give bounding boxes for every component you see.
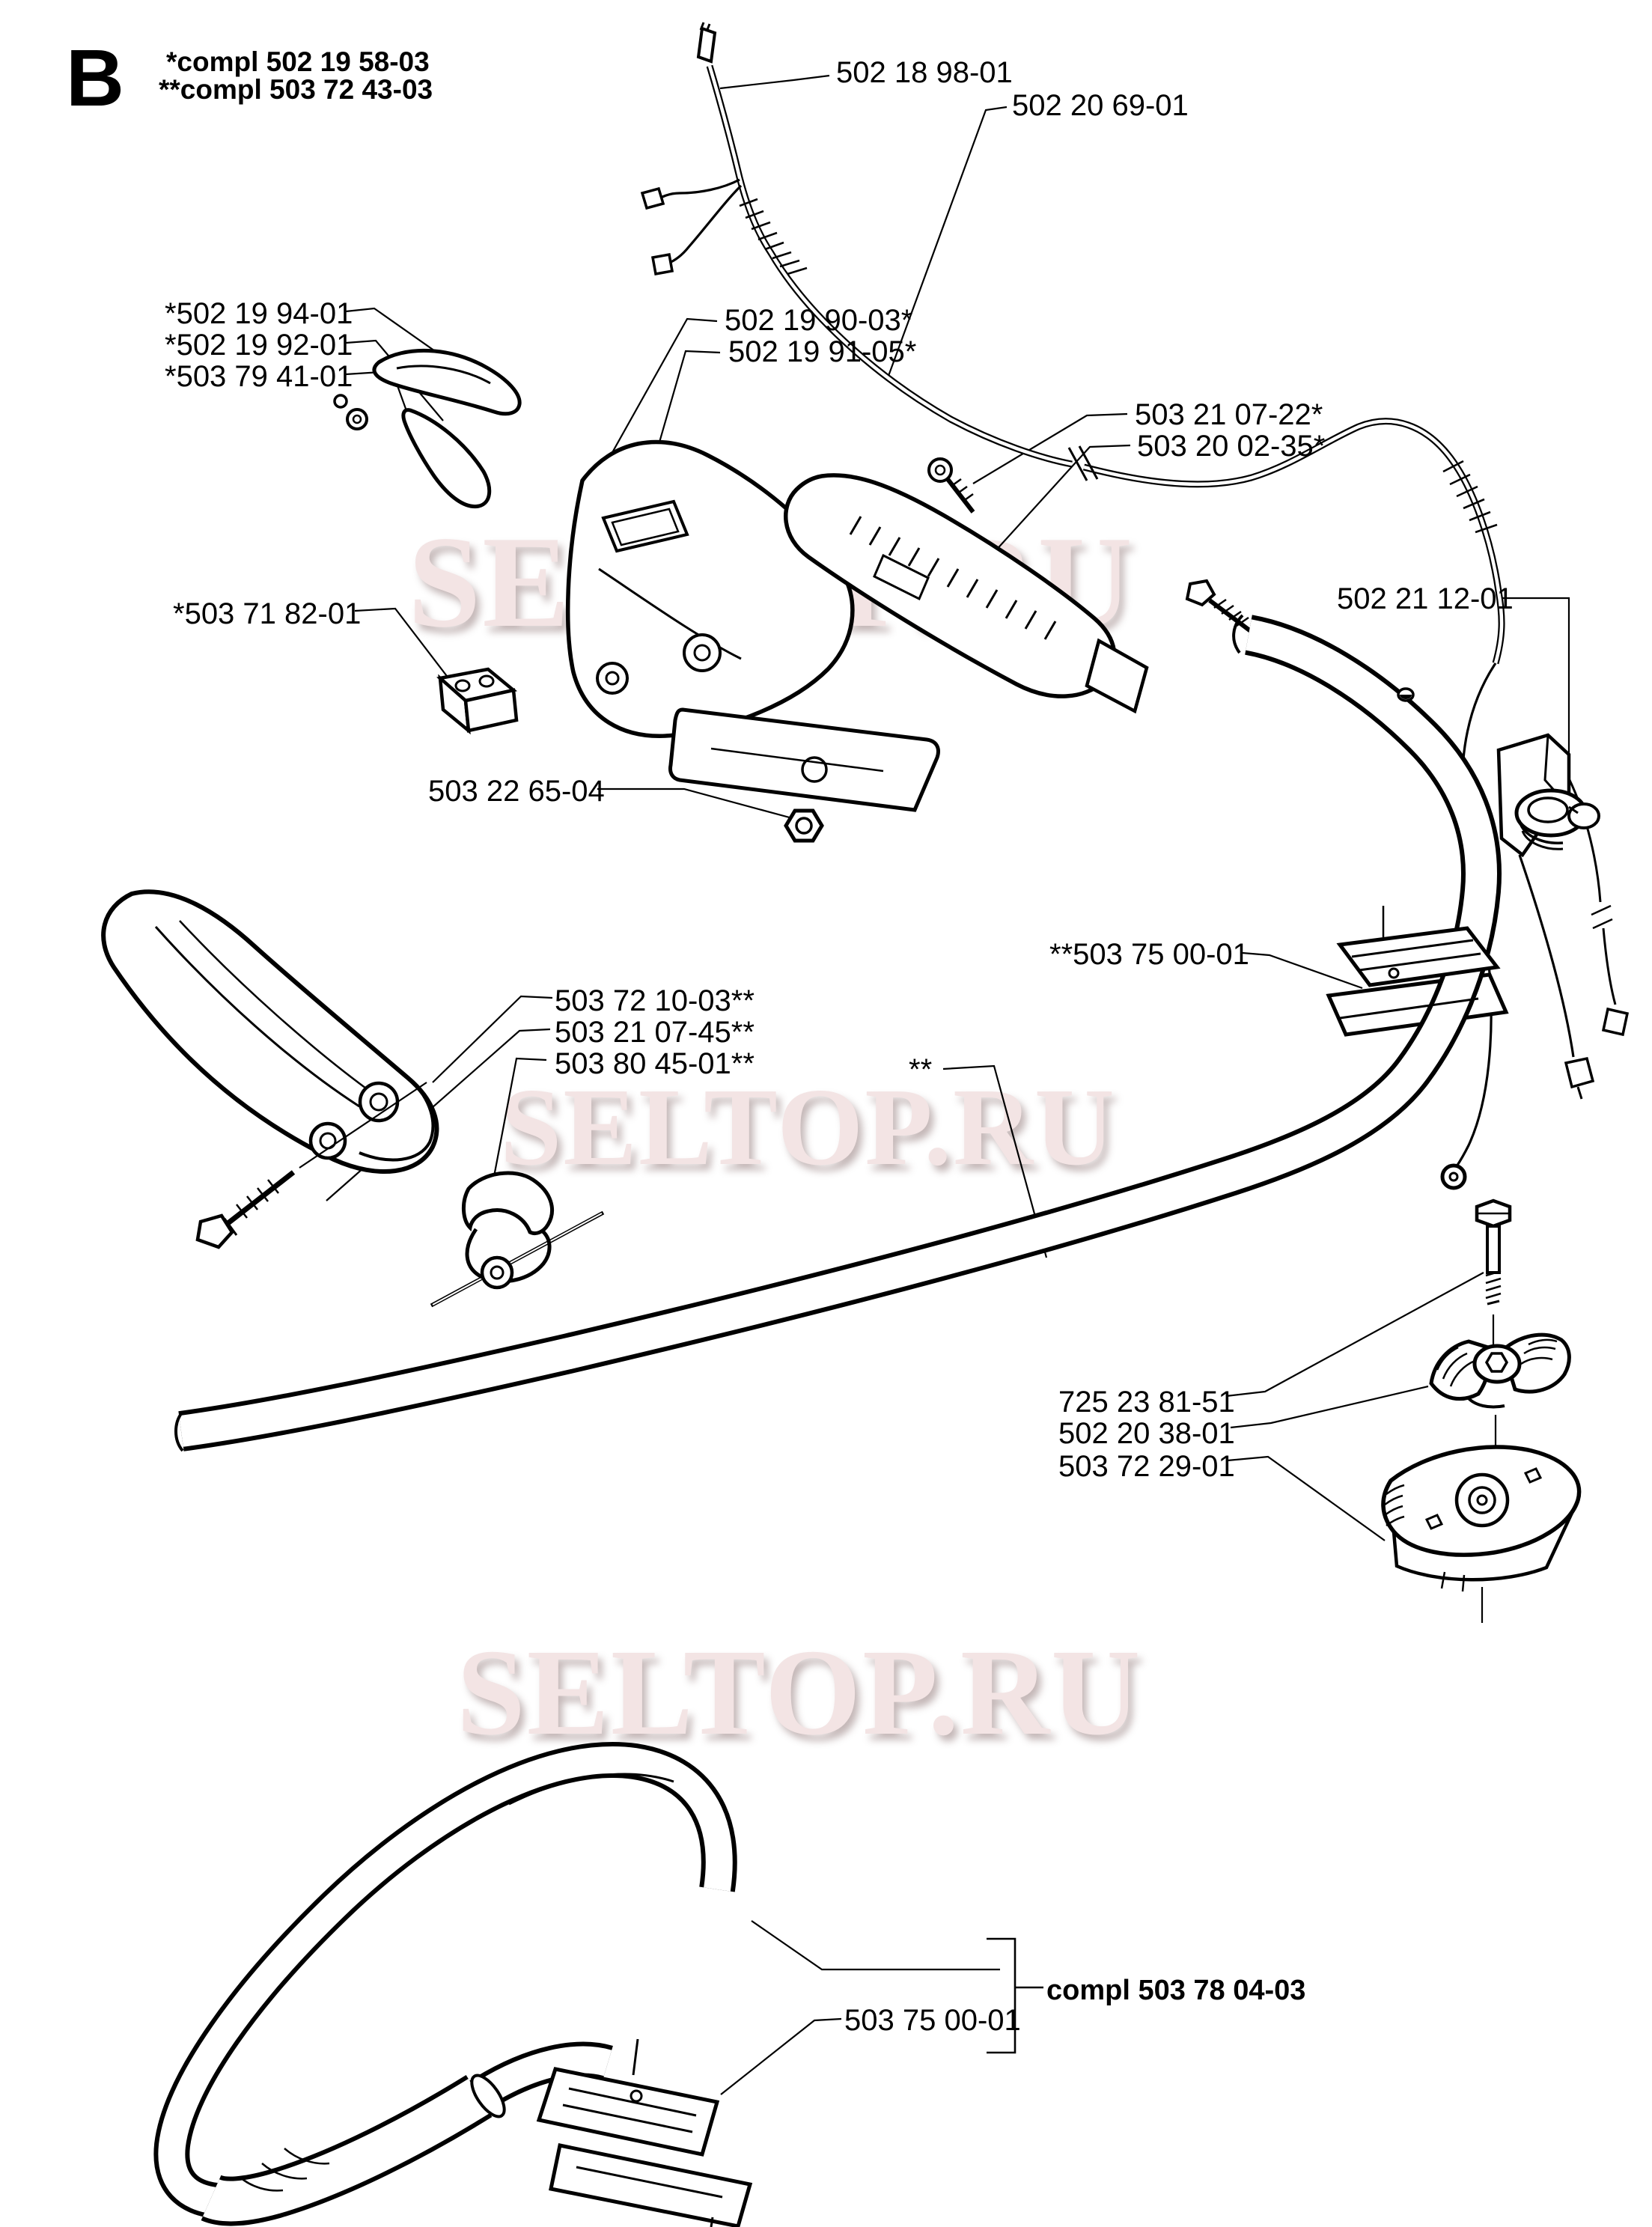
throttle-trigger-drawing: [333, 348, 522, 509]
part-label-502-19-91-05: 502 19 91-05*: [728, 335, 917, 368]
hex-nut-drawing: [784, 808, 824, 843]
part-label-502-19-94-01: *502 19 94-01: [165, 297, 353, 330]
part-label-503-72-29-01: 503 72 29-01: [1058, 1450, 1235, 1483]
part-label-502-18-98-01: 502 18 98-01: [836, 56, 1013, 89]
part-label-503-22-65-04: 503 22 65-04: [428, 775, 605, 808]
handlebar-clamp-drawing: [1336, 906, 1501, 1020]
wing-nut-drawing: [1429, 1332, 1571, 1478]
part-label-502-21-12-01: 502 21 12-01: [1337, 582, 1514, 615]
part-label-503-21-07-22: 503 21 07-22*: [1135, 398, 1323, 431]
handle-housing-drawing: [565, 439, 1149, 812]
part-label-503-75-00-01-upper: **503 75 00-01: [1049, 938, 1249, 971]
compl-bracket: [987, 1937, 1043, 2054]
part-label-502-19-92-01: *502 19 92-01: [165, 329, 353, 362]
loop-handle-drawing: [153, 1742, 737, 2226]
section-letter: B: [66, 32, 124, 123]
part-label-502-20-69-01: 502 20 69-01: [1012, 89, 1189, 122]
part-label-503-21-07-45: 503 21 07-45**: [555, 1016, 755, 1049]
mount-bolt-drawing: [1475, 1198, 1512, 1377]
part-label-asterisks: **: [909, 1053, 933, 1086]
part-label-503-72-10-03: 503 72 10-03**: [555, 984, 755, 1017]
handlebar-drawing: [174, 614, 1509, 1452]
front-grip-drawing: [101, 889, 439, 1175]
part-label-725-23-81-51: 725 23 81-51: [1058, 1386, 1235, 1419]
housing-screw-small-drawing: [927, 457, 975, 514]
part-label-502-19-90-03: 502 19 90-03*: [725, 304, 913, 337]
part-label-compl-503-78-04-03: compl 503 78 04-03: [1046, 1975, 1306, 2006]
part-label-502-20-38-01: 502 20 38-01: [1058, 1417, 1235, 1450]
saddle-bracket-drawing: [1381, 1445, 1582, 1623]
grip-screw-drawing: [195, 1170, 296, 1249]
grip-clamp-drawing: [430, 1171, 605, 1308]
note-compl-1: *compl 502 19 58-03: [166, 46, 430, 77]
stop-switch-drawing: [436, 667, 519, 735]
loop-clamp-drawing: [536, 2038, 753, 2227]
note-compl-2: **compl 503 72 43-03: [159, 74, 433, 105]
watermark-seltop-3: SELTOP.RU: [457, 1624, 1142, 1761]
part-label-503-71-82-01: *503 71 82-01: [173, 597, 362, 630]
part-label-503-75-00-01-lower: 503 75 00-01: [844, 2004, 1021, 2037]
part-label-503-20-02-35: 503 20 02-35*: [1137, 430, 1326, 463]
cable-assembly-drawing: [640, 22, 1630, 1190]
housing-screw-long-drawing: [1185, 579, 1259, 639]
part-label-503-79-41-01: *503 79 41-01: [165, 360, 353, 393]
watermark-seltop-2: SELTOP.RU: [500, 1066, 1116, 1189]
part-label-503-80-45-01: 503 80 45-01**: [555, 1047, 755, 1080]
grommet-clamp-drawing: [1514, 788, 1600, 850]
